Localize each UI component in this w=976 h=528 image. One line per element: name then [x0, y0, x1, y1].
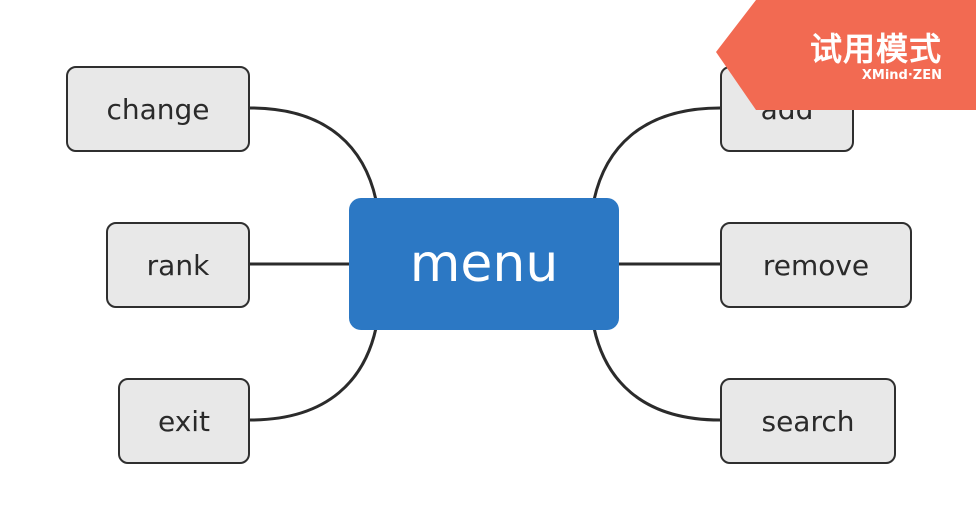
- connector-exit: [248, 326, 378, 422]
- topic-label: search: [761, 404, 855, 438]
- trial-mode-title: 试用模式: [809, 30, 942, 68]
- trial-badge-shape: [716, 0, 976, 110]
- topic-label: remove: [762, 248, 870, 282]
- topic-exit[interactable]: exit: [118, 378, 250, 464]
- topic-rank[interactable]: rank: [106, 222, 250, 308]
- connector-add: [592, 106, 722, 202]
- topic-remove[interactable]: remove: [720, 222, 912, 308]
- connector-change: [248, 106, 378, 202]
- topic-search[interactable]: search: [720, 378, 896, 464]
- topic-label: change: [106, 92, 210, 126]
- trial-mode-badge: 试用模式 XMind·ZEN: [716, 0, 976, 110]
- xmind-zen-brand: XMind·ZEN: [861, 68, 942, 83]
- topic-change[interactable]: change: [66, 66, 250, 152]
- topic-label: exit: [157, 404, 211, 438]
- central-topic-label: menu: [409, 234, 559, 294]
- connector-search: [592, 326, 722, 422]
- central-topic[interactable]: menu: [349, 198, 619, 330]
- topic-label: rank: [146, 248, 210, 282]
